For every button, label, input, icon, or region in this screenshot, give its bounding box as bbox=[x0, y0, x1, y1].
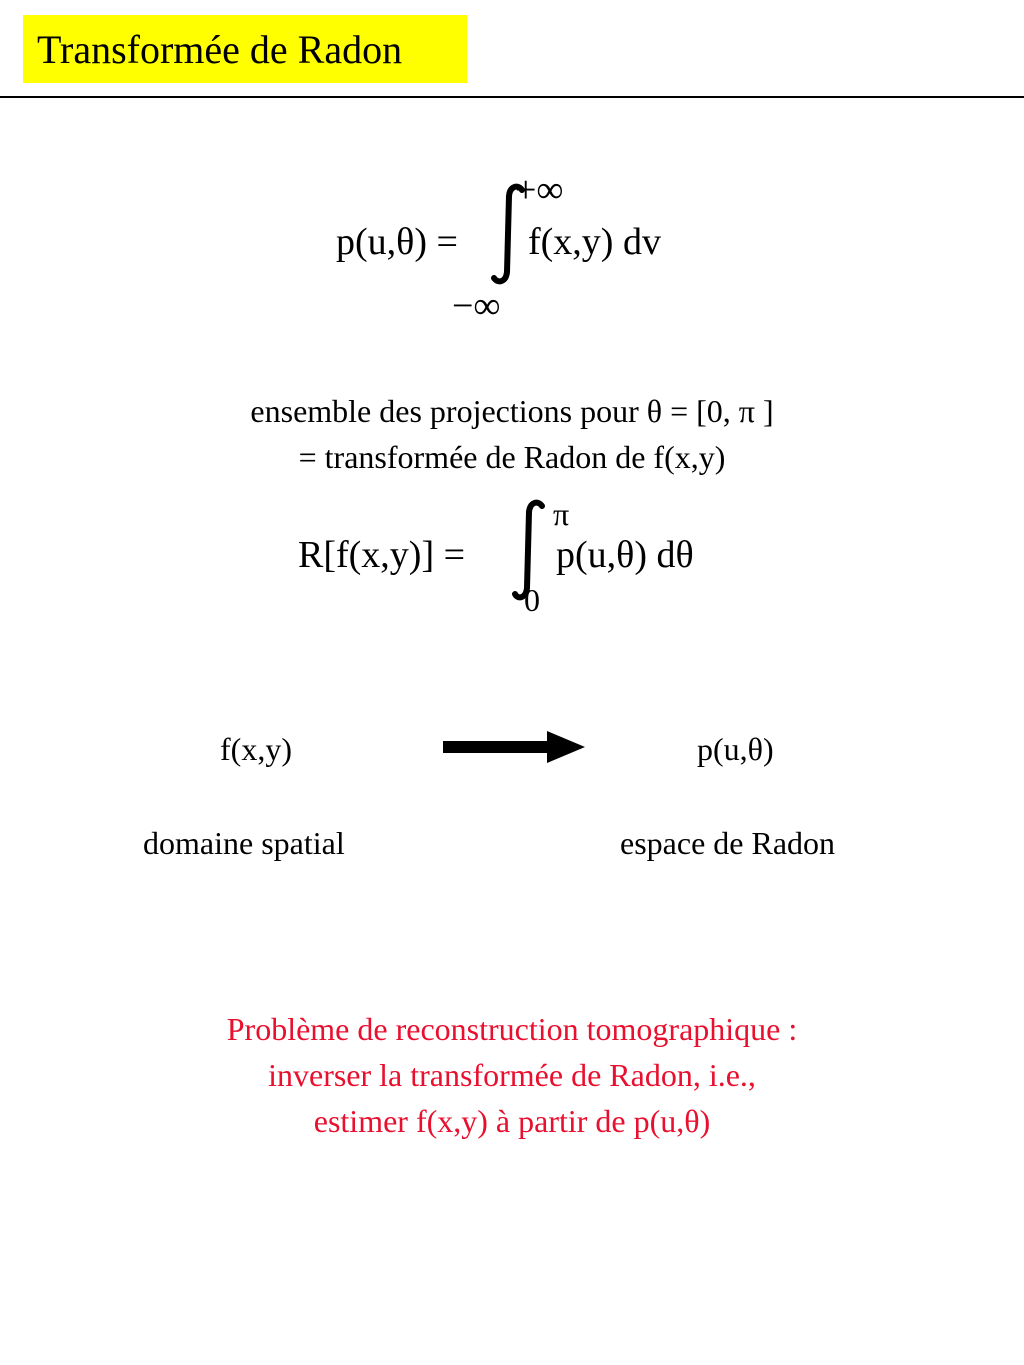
problem-line-3: estimer f(x,y) à partir de p(u,θ) bbox=[313, 1103, 711, 1139]
problem-line-1: Problème de reconstruction tomographique… bbox=[226, 1011, 798, 1047]
formula2-integrand: p(u,θ) dθ bbox=[556, 534, 694, 576]
formula1-lhs: p(u,θ) = bbox=[336, 221, 458, 263]
title-banner: Transformée de Radon bbox=[23, 15, 467, 83]
page-title: Transformée de Radon bbox=[37, 27, 403, 72]
formula2-lower-limit: 0 bbox=[524, 582, 540, 618]
explanation-line-2: = transformée de Radon de f(x,y) bbox=[298, 439, 726, 475]
formula2-upper-limit: π bbox=[553, 496, 570, 532]
target-domain-label: espace de Radon bbox=[620, 825, 836, 861]
integral-sign-icon bbox=[512, 499, 545, 601]
right-arrow-icon bbox=[443, 731, 585, 763]
integral-sign-icon bbox=[491, 183, 525, 285]
formula1-upper-limit: +∞ bbox=[515, 169, 564, 211]
mapping-target: p(u,θ) bbox=[697, 731, 774, 767]
formula2-lhs: R[f(x,y)] = bbox=[298, 534, 466, 576]
explanation-line-1: ensemble des projections pour θ = [0, π … bbox=[250, 393, 774, 429]
source-domain-label: domaine spatial bbox=[143, 825, 345, 861]
formula1-integrand: f(x,y) dv bbox=[528, 221, 661, 263]
title-divider bbox=[0, 96, 1024, 98]
problem-line-2: inverser la transformée de Radon, i.e., bbox=[268, 1057, 756, 1093]
mapping-source: f(x,y) bbox=[220, 731, 292, 767]
formula1-lower-limit: −∞ bbox=[452, 285, 501, 327]
